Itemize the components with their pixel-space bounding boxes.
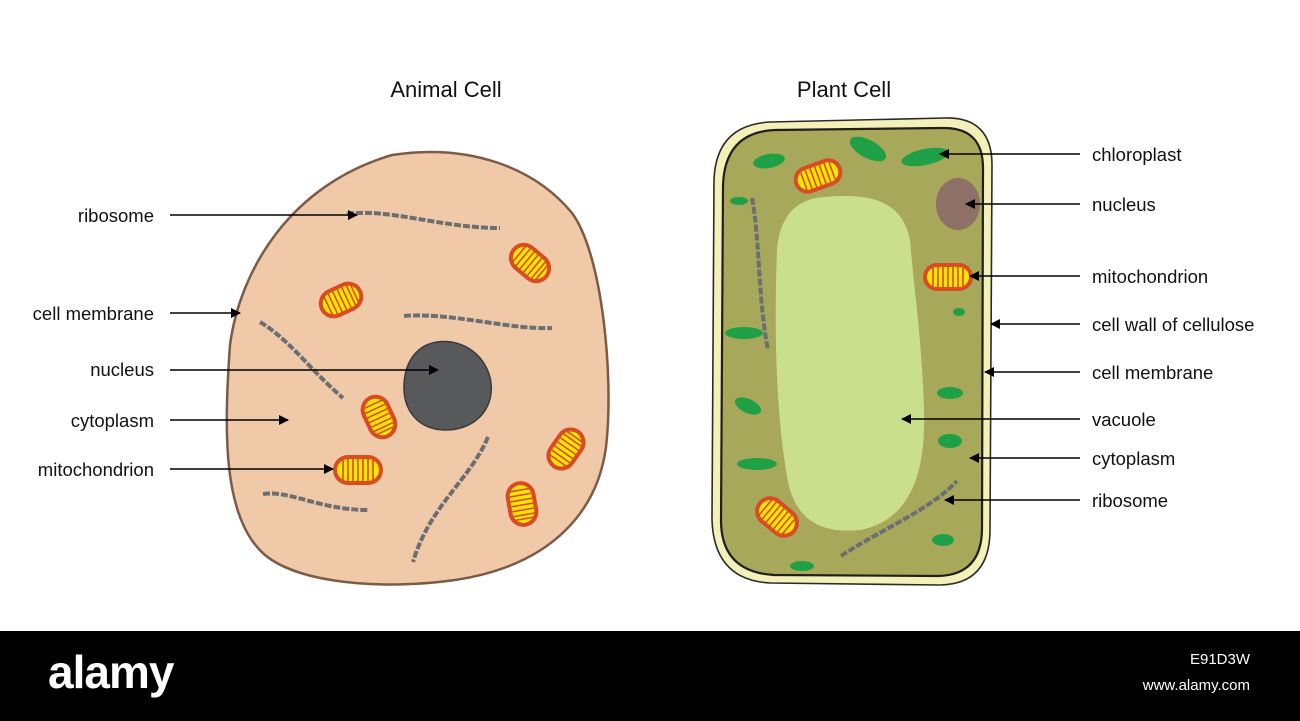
chloroplast — [730, 197, 748, 205]
chloroplast — [937, 387, 963, 399]
footer-image-id: E91D3W — [1189, 651, 1250, 668]
label-plant-vacuole: vacuole — [1092, 409, 1156, 430]
chloroplasts — [725, 136, 965, 571]
plant-nucleus — [936, 178, 980, 230]
label-plant-mitochondrion: mitochondrion — [1092, 266, 1208, 287]
chloroplast — [734, 397, 762, 415]
animal-cell-title: Animal Cell — [390, 77, 501, 102]
chloroplast — [901, 147, 949, 167]
chloroplast — [725, 327, 763, 339]
footer-site: www.alamy.com — [1142, 677, 1250, 694]
mitochondrion — [793, 158, 843, 194]
mitochondrion — [505, 481, 539, 527]
ribosome-strand — [346, 210, 501, 230]
ribosome-strand — [258, 320, 345, 400]
label-plant-cell-wall: cell wall of cellulose — [1092, 314, 1254, 335]
plant-ribosomes — [750, 197, 959, 558]
plant-vacuole — [775, 196, 925, 531]
footer-bar: alamy E91D3W www.alamy.com — [0, 631, 1300, 721]
ribosome-strand — [750, 197, 770, 351]
footer-logo: alamy — [48, 646, 174, 698]
label-animal-cytoplasm: cytoplasm — [71, 410, 154, 431]
label-plant-cytoplasm: cytoplasm — [1092, 448, 1175, 469]
animal-nucleus — [403, 340, 492, 431]
chloroplast — [953, 308, 965, 316]
chloroplast — [932, 534, 954, 546]
chloroplast — [790, 561, 814, 571]
mitochondrion — [360, 394, 398, 440]
cell-diagram: Animal Cell — [33, 77, 1254, 586]
ribosome-strand — [411, 436, 490, 563]
mitochondrion — [508, 242, 552, 284]
label-animal-nucleus: nucleus — [90, 359, 154, 380]
animal-mitochondria — [318, 242, 586, 527]
animal-ribosomes — [258, 210, 553, 563]
chloroplast — [737, 458, 777, 470]
mitochondrion — [333, 455, 383, 485]
mitochondrion — [923, 263, 973, 291]
label-plant-cell-membrane: cell membrane — [1092, 362, 1213, 383]
label-plant-ribosome: ribosome — [1092, 490, 1168, 511]
label-plant-chloroplast: chloroplast — [1092, 144, 1181, 165]
label-animal-mitochondrion: mitochondrion — [38, 459, 154, 480]
plant-cell-title: Plant Cell — [797, 77, 891, 102]
mitochondrion — [546, 427, 586, 471]
label-animal-ribosome: ribosome — [78, 205, 154, 226]
chloroplast — [849, 136, 887, 162]
chloroplast — [938, 434, 962, 448]
mitochondrion — [755, 496, 799, 538]
ribosome-strand — [839, 479, 959, 558]
mitochondrion — [318, 281, 364, 319]
ribosome-strand — [403, 313, 553, 331]
ribosome-strand — [262, 491, 369, 512]
label-animal-cell-membrane: cell membrane — [33, 303, 154, 324]
label-plant-nucleus: nucleus — [1092, 194, 1156, 215]
chloroplast — [753, 153, 785, 169]
plant-mitochondria — [755, 158, 973, 538]
